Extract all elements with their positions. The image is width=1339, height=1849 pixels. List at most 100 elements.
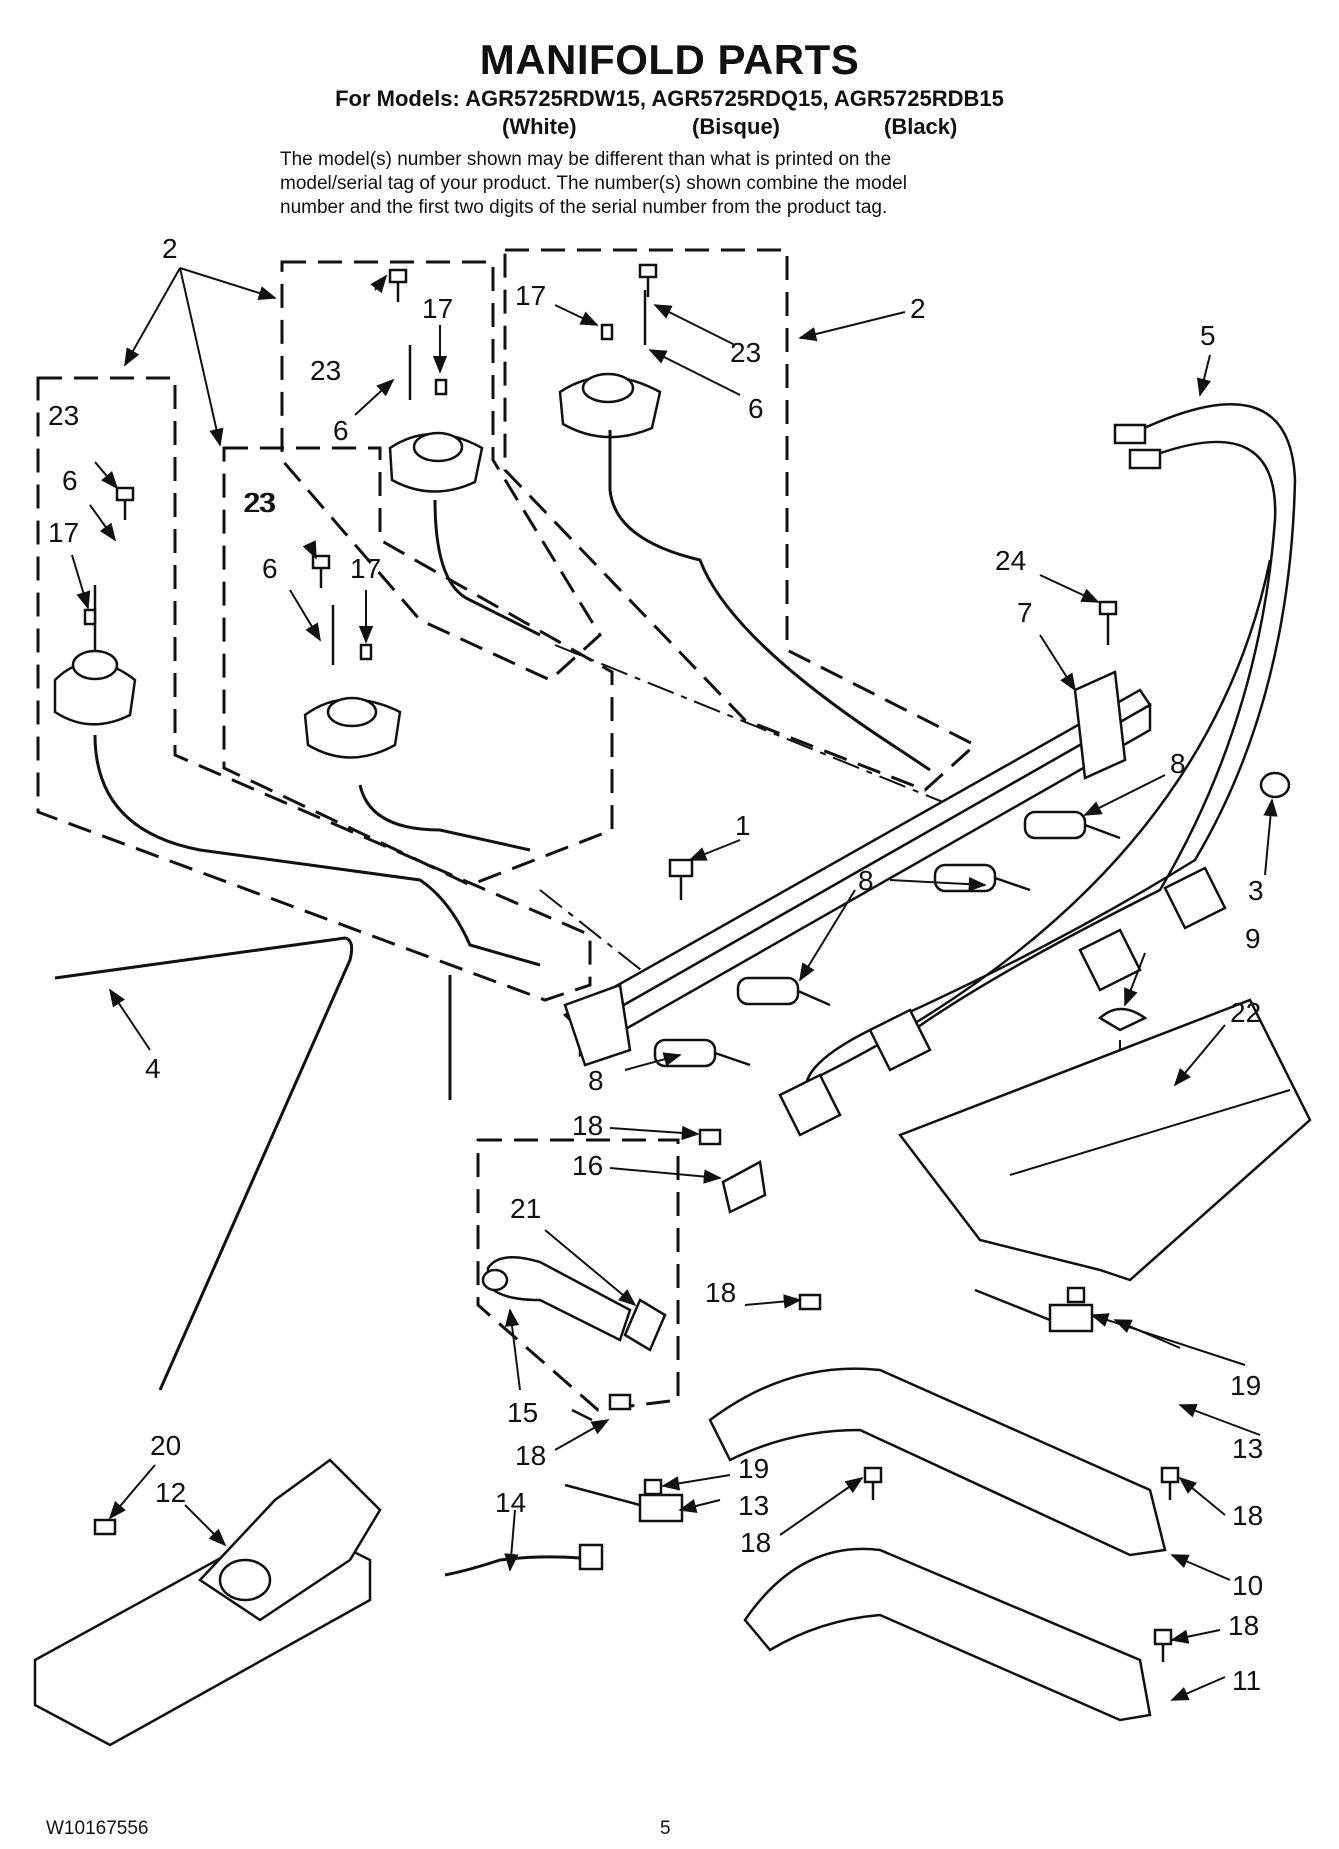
callout: 18 <box>740 1527 771 1558</box>
hose-fitting <box>578 1543 604 1571</box>
valve-1 <box>653 1038 751 1068</box>
callout: 23 <box>243 487 274 518</box>
screw-17-center <box>434 378 448 396</box>
callout: 18 <box>705 1277 736 1308</box>
burner-base-left-front <box>53 585 137 726</box>
screw-20 <box>93 1518 117 1536</box>
color-bisque: (Bisque) <box>692 114 780 139</box>
hose-14 <box>444 1555 581 1577</box>
disclaimer-line: number and the first two digits of the s… <box>280 197 888 218</box>
screw-18-f <box>1153 1628 1173 1662</box>
valve-4 <box>1023 810 1121 840</box>
callout: 8 <box>588 1065 604 1096</box>
color-white: (White) <box>502 114 577 139</box>
screw-23-left-rear <box>311 554 331 588</box>
screw-18-c <box>608 1393 632 1411</box>
callout: 17 <box>350 553 381 584</box>
outline-left-rear-burner <box>222 446 614 887</box>
page-title: MANIFOLD PARTS <box>479 36 860 83</box>
valve-3 <box>933 863 1031 893</box>
tube-4 <box>54 936 354 1391</box>
callout: 13 <box>1232 1433 1263 1464</box>
disclaimer-text: The model(s) number shown may be differe… <box>280 148 1080 220</box>
callout: 17 <box>515 280 546 311</box>
callout: 6 <box>262 553 278 584</box>
screw-17-right <box>600 323 614 341</box>
callout: 4 <box>145 1053 161 1084</box>
callout: 1 <box>735 810 751 841</box>
igniter-upper <box>974 1288 1094 1333</box>
color-black: (Black) <box>884 114 958 139</box>
heat-shield <box>897 998 1312 1282</box>
screw-18-a <box>698 1128 722 1146</box>
callout: 12 <box>155 1477 186 1508</box>
igniters <box>564 1288 1094 1523</box>
callout: 2 <box>162 233 178 264</box>
callout: 10 <box>1232 1570 1263 1601</box>
heat-shield-crease <box>1009 1089 1291 1176</box>
screw-23-center <box>388 268 408 302</box>
callout: 16 <box>572 1150 603 1181</box>
callout: 14 <box>495 1487 526 1518</box>
callout: 6 <box>62 465 78 496</box>
callout: 2 <box>910 293 926 324</box>
switch-3 <box>1078 928 1142 992</box>
screw-1 <box>668 858 694 900</box>
callout: 19 <box>1230 1370 1261 1401</box>
callout: 23 <box>310 355 341 386</box>
igniter-switches <box>778 866 1227 1137</box>
burner-bases <box>53 290 662 759</box>
callout: 5 <box>1200 320 1216 351</box>
screw-23-left <box>115 486 135 520</box>
callout: 9 <box>1245 923 1261 954</box>
screw-24 <box>1098 600 1118 645</box>
page-number: 5 <box>660 1818 671 1839</box>
screw-17-left-rear <box>359 643 373 661</box>
burner-base-left-rear <box>303 605 402 759</box>
burner-group-outlines <box>36 248 978 1412</box>
clip-9 <box>1097 1007 1148 1032</box>
callout: 6 <box>333 415 349 446</box>
burner-10 <box>708 1367 1167 1557</box>
outline-left-front-burner <box>36 376 592 1002</box>
callout: 7 <box>1017 597 1033 628</box>
tube-center-rear <box>433 499 541 637</box>
oven-valve-assembly <box>33 1458 382 1747</box>
document-number: W10167556 <box>46 1818 149 1839</box>
model-colors: (White) (Bisque) (Black) <box>0 114 1339 142</box>
model-list: For Models: AGR5725RDW15, AGR5725RDQ15, … <box>335 86 1004 111</box>
screw-18-e <box>1160 1466 1180 1500</box>
knob-3 <box>1259 771 1291 799</box>
callout: 22 <box>1230 997 1261 1028</box>
callout: 18 <box>515 1440 546 1471</box>
callout: 18 <box>1232 1500 1263 1531</box>
screw-19-b <box>643 1478 663 1496</box>
burner-11 <box>743 1547 1152 1722</box>
callout: 17 <box>48 517 79 548</box>
callout: 8 <box>1170 748 1186 779</box>
disclaimer-line: The model(s) number shown may be differe… <box>280 149 892 170</box>
switch-1 <box>778 1073 842 1137</box>
gas-tubes <box>54 430 931 1391</box>
oven-burners <box>708 1367 1167 1722</box>
callout: 15 <box>507 1397 538 1428</box>
burner-base-center-rear <box>388 345 484 493</box>
burner-base-right-rear <box>558 290 662 439</box>
callout: 19 <box>738 1453 769 1484</box>
tube-right-rear <box>608 430 931 772</box>
screw-19-a <box>1066 1286 1086 1304</box>
manifold-bar <box>562 670 1152 1067</box>
valve-2 <box>736 976 831 1007</box>
callout-labels: 2 23 17 23 6 2 17 23 6 5 23 6 17 23 6 17… <box>48 233 1264 1696</box>
manifold-bracket-right <box>1073 670 1127 780</box>
tube-left-rear <box>358 784 531 852</box>
screw-18-d <box>863 1466 883 1500</box>
callout: 18 <box>1228 1610 1259 1641</box>
callout: 6 <box>748 393 764 424</box>
screws <box>83 263 1291 1662</box>
callout: 13 <box>738 1490 769 1521</box>
screw-23-right <box>638 263 658 297</box>
callout: 24 <box>995 545 1026 576</box>
outline-orifice-group <box>476 1138 680 1412</box>
